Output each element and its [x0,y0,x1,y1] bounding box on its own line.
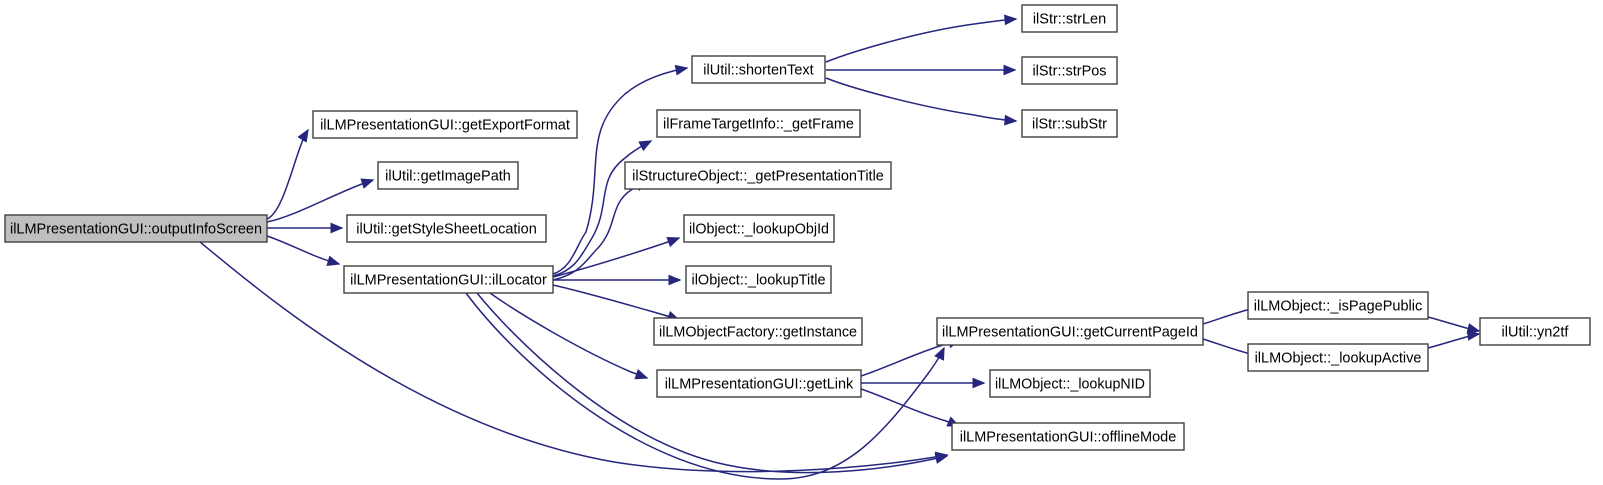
edge-ilLocator-to-lookupTitle [553,274,682,286]
node-box[interactable] [691,55,826,84]
edge-outputInfoScreen-to-getStyleSheetLocation [267,222,344,234]
edge-ilLocator-to-getInstance [552,284,681,322]
arrowhead-icon [1003,64,1017,76]
arrowhead-icon [297,128,309,143]
arrowhead-icon [972,377,986,389]
graph-node-yn2tf[interactable]: ilUtil::yn2tf [1479,317,1591,346]
edge-line [552,140,652,277]
edge-outputInfoScreen-to-getImagePath [266,178,375,223]
graph-node-lookupTitle[interactable]: ilObject::_lookupTitle [685,265,832,294]
arrowhead-icon [674,64,689,76]
arrowhead-icon [634,369,649,380]
graph-node-isPagePublic[interactable]: ilLMObject::_isPagePublic [1247,291,1429,320]
graph-node-outputInfoScreen[interactable]: ilLMPresentationGUI::outputInfoScreen [4,214,268,243]
nodes-layer: ilLMPresentationGUI::outputInfoScreenilL… [4,4,1591,451]
edge-isPagePublic-to-yn2tf [1427,316,1481,334]
node-box[interactable] [989,369,1151,398]
graph-node-lookupActive[interactable]: ilLMObject::_lookupActive [1247,343,1429,372]
node-box[interactable] [1247,291,1429,320]
node-box[interactable] [346,214,547,243]
graph-node-getCurrentPageId[interactable]: ilLMPresentationGUI::getCurrentPageId [936,317,1204,346]
graph-node-getLink[interactable]: ilLMPresentationGUI::getLink [656,369,862,398]
graph-node-lookupNID[interactable]: ilLMObject::_lookupNID [989,369,1151,398]
node-box[interactable] [683,214,835,243]
node-box[interactable] [656,109,861,138]
edge-shortenText-to-subStr [825,77,1018,126]
arrowhead-icon [1466,330,1481,341]
edge-getLink-to-offlineMode [860,388,961,427]
arrowhead-icon [666,236,681,248]
edge-line [465,292,945,480]
node-box[interactable] [951,422,1185,451]
graph-node-lookupObjId[interactable]: ilObject::_lookupObjId [683,214,835,243]
node-box[interactable] [343,265,554,294]
edge-ilLocator-to-getCurrentPageId [465,292,945,480]
graph-node-getPresentationTitle[interactable]: ilStructureObject::_getPresentationTitle [624,161,892,190]
arrowhead-icon [326,255,341,267]
graph-node-offlineMode[interactable]: ilLMPresentationGUI::offlineMode [951,422,1185,451]
graph-node-getStyleSheetLocation[interactable]: ilUtil::getStyleSheetLocation [346,214,547,243]
graph-node-subStr[interactable]: ilStr::subStr [1021,109,1118,138]
arrowhead-icon [934,346,945,361]
graph-node-getExportFormat[interactable]: ilLMPresentationGUI::getExportFormat [312,110,578,139]
graph-node-shortenText[interactable]: ilUtil::shortenText [691,55,826,84]
edge-ilLocator-to-getFrame [552,140,653,277]
edge-line [266,129,309,220]
edge-outputInfoScreen-to-offlineMode [199,241,949,473]
edge-line [825,18,1017,63]
graph-node-getImagePath[interactable]: ilUtil::getImagePath [377,161,519,190]
node-box[interactable] [656,369,862,398]
node-box[interactable] [653,317,863,346]
edge-ilLocator-to-offlineMode [476,292,949,474]
graph-node-strPos[interactable]: ilStr::strPos [1021,56,1118,85]
node-box[interactable] [1021,4,1118,33]
graph-node-getInstance[interactable]: ilLMObjectFactory::getInstance [653,317,863,346]
edge-line [552,67,688,275]
node-box[interactable] [685,265,832,294]
edge-outputInfoScreen-to-ilLocator [266,235,341,267]
edge-ilLocator-to-lookupObjId [552,236,681,278]
edge-ilLocator-to-shortenText [552,64,689,275]
edge-line [860,388,960,427]
edge-line [552,284,680,321]
edge-outputInfoScreen-to-getExportFormat [266,128,309,220]
arrowhead-icon [1004,14,1018,26]
graph-node-getFrame[interactable]: ilFrameTargetInfo::_getFrame [656,109,861,138]
node-box[interactable] [1021,56,1118,85]
edge-ilLocator-to-getLink [489,292,649,380]
arrowhead-icon [668,274,682,286]
graph-node-strLen[interactable]: ilStr::strLen [1021,4,1118,33]
node-box[interactable] [936,317,1204,346]
node-box[interactable] [624,161,892,190]
graph-node-ilLocator[interactable]: ilLMPresentationGUI::ilLocator [343,265,554,294]
node-box[interactable] [377,161,519,190]
edge-getLink-to-lookupNID [861,377,986,389]
arrowhead-icon [934,453,949,464]
node-box[interactable] [1479,317,1591,346]
edge-line [266,235,340,265]
edge-shortenText-to-strPos [826,64,1017,76]
arrowhead-icon [638,140,653,152]
edge-line [825,77,1017,122]
edge-line [489,292,648,379]
arrowhead-icon [1004,114,1018,126]
node-box[interactable] [1021,109,1118,138]
node-box[interactable] [312,110,578,139]
edge-shortenText-to-strLen [825,14,1018,63]
node-box[interactable] [4,214,268,243]
edges-layer [199,14,1481,480]
edge-lookupActive-to-yn2tf [1427,330,1481,349]
edge-line [199,241,948,473]
node-box[interactable] [1247,343,1429,372]
arrowhead-icon [330,222,344,234]
arrowhead-icon [360,178,375,189]
edge-line [476,292,948,474]
